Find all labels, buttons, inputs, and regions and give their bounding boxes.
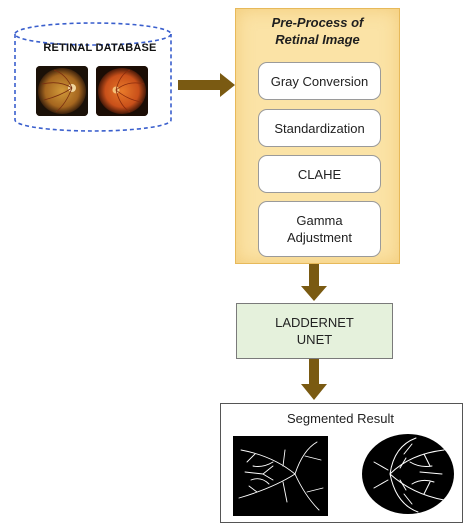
fundus-image-2 [96,66,148,116]
result-title: Segmented Result [287,411,394,426]
arrow-model-to-result [301,357,327,400]
arrow-database-to-preprocess [178,73,235,97]
step-gamma-adjustment: Gamma Adjustment [258,201,381,257]
preprocess-title: Pre-Process of Retinal Image [235,14,400,48]
model-line2: UNET [296,332,333,347]
database-title: RETINAL DATABASE [43,42,157,54]
segmented-vessel-image-2 [360,432,456,516]
arrow-preprocess-to-model [301,262,327,301]
segmented-vessel-image-1 [233,436,328,516]
step-gamma-line2: Adjustment [286,230,353,245]
model-box: LADDERNET UNET [236,303,393,359]
database-cylinder [14,22,172,132]
preprocess-title-line2: Retinal Image [275,32,360,47]
preprocess-title-line1: Pre-Process of [271,15,364,30]
step-standardization: Standardization [258,109,381,147]
step-clahe: CLAHE [258,155,381,193]
model-line1: LADDERNET [275,315,354,330]
fundus-image-1 [36,66,88,116]
step-gamma-line1: Gamma [296,213,343,228]
step-gray-conversion: Gray Conversion [258,62,381,100]
